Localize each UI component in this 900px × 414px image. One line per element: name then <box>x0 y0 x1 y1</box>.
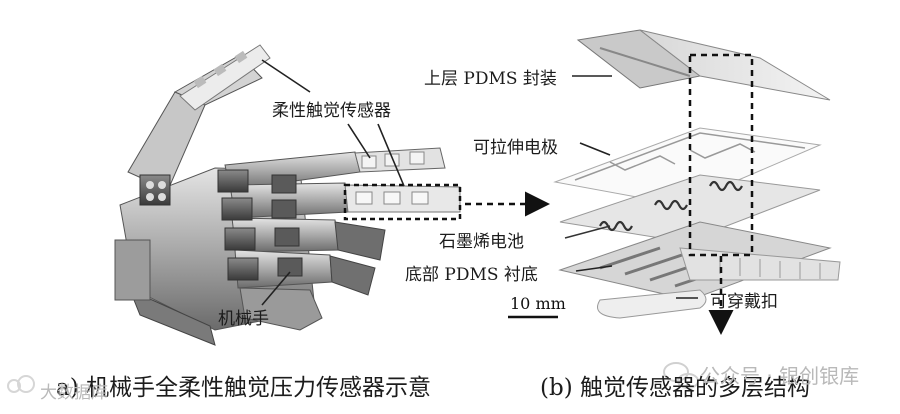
caption-b: (b) 触觉传感器的多层结构 <box>540 375 810 401</box>
label-flexible-sensor: 柔性触觉传感器 <box>272 101 391 121</box>
scale-bar-label: 10 mm <box>510 294 566 313</box>
label-graphene-battery: 石墨烯电池 <box>439 232 524 252</box>
label-robot-hand: 机械手 <box>218 309 269 329</box>
leader-line <box>261 271 291 306</box>
caption-a: a) 机械手全柔性触觉压力传感器示意 <box>56 375 431 401</box>
leader-line <box>377 123 405 187</box>
leader-line <box>579 142 611 156</box>
leader-line <box>261 59 311 93</box>
robot-hand <box>114 44 461 346</box>
cloud-logo-icon <box>7 375 35 393</box>
watermark-left: 大数据库 <box>40 383 108 403</box>
leader-line <box>575 265 613 272</box>
watermark-right: 公众号 · 银创银库 <box>700 364 860 388</box>
wechat-icon <box>663 362 699 389</box>
label-bottom-pdms: 底部 PDMS 衬底 <box>405 265 538 285</box>
label-wearable-buckle: 可穿戴扣 <box>710 292 778 312</box>
sensor-highlight-box <box>343 183 462 221</box>
leader-line <box>347 123 371 159</box>
layer-highlight-box <box>688 53 754 257</box>
label-stretch-electrode: 可拉伸电极 <box>473 138 558 158</box>
label-top-pdms: 上层 PDMS 封装 <box>424 69 557 89</box>
multilayer-structure <box>553 29 841 319</box>
